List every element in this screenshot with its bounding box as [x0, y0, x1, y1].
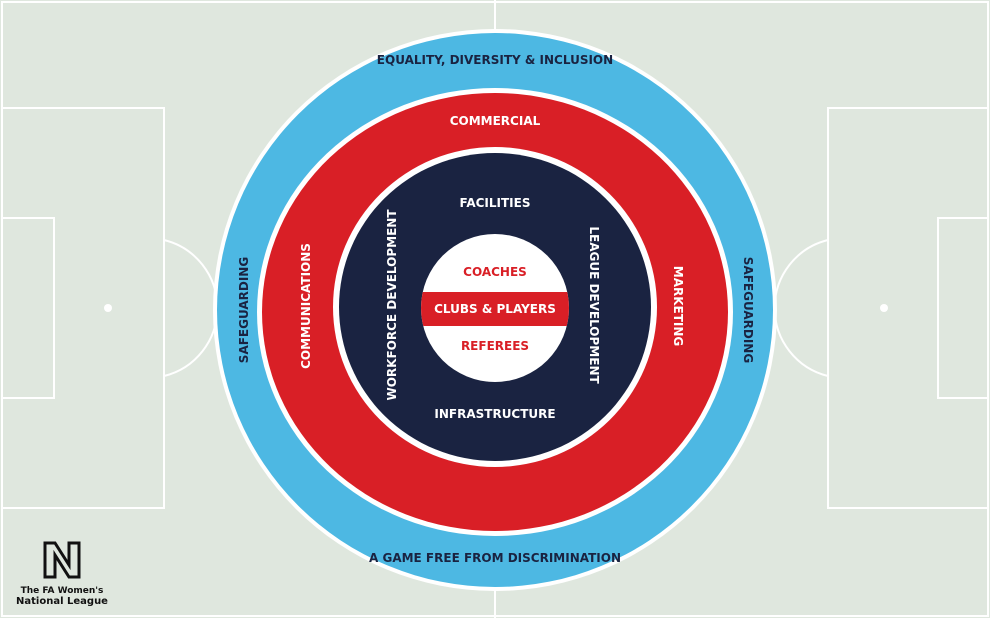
- league-logo: The FA Women's National League: [12, 540, 112, 607]
- middle-right-label: MARKETING: [671, 266, 685, 347]
- outer-top-label: EQUALITY, DIVERSITY & INCLUSION: [377, 53, 613, 67]
- n-logo-icon: [43, 541, 81, 579]
- middle-left-label: COMMUNICATIONS: [299, 243, 313, 369]
- core-top-label: COACHES: [463, 265, 527, 279]
- inner-bottom-label: INFRASTRUCTURE: [434, 407, 555, 421]
- logo-line1: The FA Women's: [20, 586, 104, 596]
- logo-line2: National League: [16, 596, 108, 607]
- core-bottom-label: REFEREES: [461, 339, 529, 353]
- core-middle-label: CLUBS & PLAYERS: [434, 302, 556, 316]
- outer-right-label: SAFEGUARDING: [741, 257, 755, 363]
- inner-top-label: FACILITIES: [460, 196, 531, 210]
- middle-top-label: COMMERCIAL: [450, 114, 541, 128]
- outer-left-label: SAFEGUARDING: [237, 257, 251, 363]
- inner-left-label: WORKFORCE DEVELOPMENT: [385, 209, 399, 401]
- inner-right-label: LEAGUE DEVELOPMENT: [587, 226, 601, 384]
- core-band: [421, 292, 569, 326]
- outer-bottom-label: A GAME FREE FROM DISCRIMINATION: [369, 551, 621, 565]
